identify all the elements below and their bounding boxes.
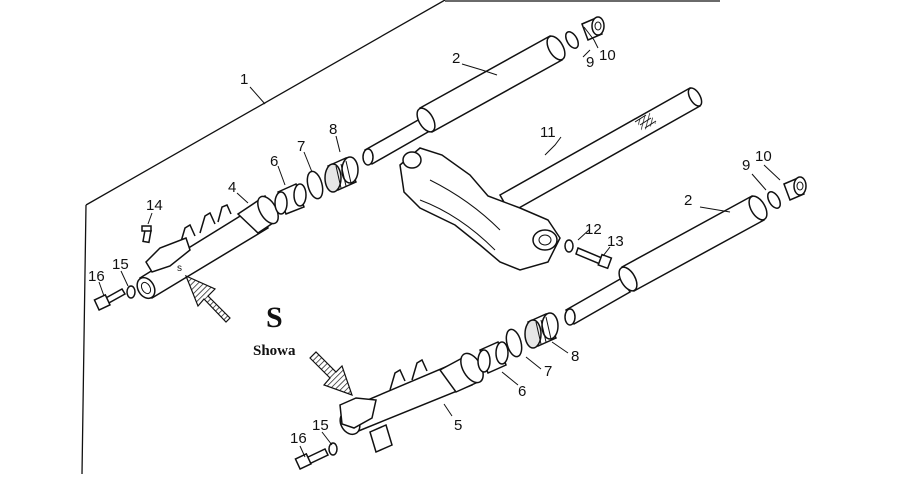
brand-mark: S Showa — [253, 301, 296, 359]
bolt-16-upper — [93, 287, 127, 311]
callout-8: 8 — [329, 121, 337, 138]
callout-6: 6 — [518, 383, 526, 400]
bolt-13 — [575, 246, 613, 270]
seal-8-upper — [324, 156, 359, 193]
bolt-14 — [141, 225, 152, 244]
clip-7-upper — [306, 170, 324, 200]
bolt-16-lower — [294, 448, 330, 470]
callout-13: 13 — [607, 233, 624, 250]
oring-9-lower — [767, 191, 781, 209]
callout-6: 6 — [270, 153, 278, 170]
washer-12 — [564, 239, 574, 253]
oring-9-upper — [565, 31, 579, 49]
callout-7: 7 — [297, 138, 305, 155]
callout-10: 10 — [755, 148, 772, 165]
lower-fork-assembly — [294, 176, 807, 470]
brand-letter: S — [266, 301, 283, 334]
callout-8: 8 — [571, 348, 579, 365]
outer-tube-5 — [339, 352, 484, 454]
inner-tube-2-upper — [362, 34, 566, 166]
callout-11: 11 — [540, 124, 556, 141]
clip-7-lower — [505, 328, 523, 358]
steering-stem-11 — [399, 86, 703, 271]
washer-15-lower — [328, 442, 338, 456]
callout-9: 9 — [742, 157, 750, 174]
callout-2: 2 — [452, 50, 460, 67]
bushing-6-upper — [274, 182, 307, 215]
inner-tube-2-lower — [564, 194, 768, 326]
assembly-boundary — [81, 0, 720, 475]
callout-labels: 1 2 2 4 5 6 6 7 7 8 8 9 9 10 10 11 12 13… — [88, 47, 772, 447]
callout-12: 12 — [585, 221, 602, 238]
outer-tube-4: s — [136, 194, 279, 300]
callout-1: 1 — [240, 71, 248, 88]
callout-16: 16 — [290, 430, 307, 447]
callout-5: 5 — [454, 417, 462, 434]
arrow-to-lower-fork — [309, 351, 353, 396]
callout-15: 15 — [312, 417, 329, 434]
callout-2: 2 — [684, 192, 692, 209]
upper-fork-assembly: s — [93, 16, 605, 311]
seal-8-lower — [524, 312, 559, 349]
cap-10-lower — [783, 176, 807, 201]
bushing-6-lower — [477, 340, 509, 375]
washer-15-upper — [126, 285, 136, 299]
callout-15: 15 — [112, 256, 129, 273]
callout-16: 16 — [88, 268, 105, 285]
brand-name: Showa — [253, 343, 296, 359]
callout-10: 10 — [599, 47, 616, 64]
callout-9: 9 — [586, 54, 594, 71]
leader-lines — [98, 26, 781, 458]
callout-7: 7 — [544, 363, 552, 380]
arrow-to-upper-fork — [184, 274, 231, 323]
callout-4: 4 — [228, 179, 236, 196]
callout-14: 14 — [146, 197, 163, 214]
cap-10-upper — [581, 16, 605, 41]
fork-s-mark: s — [177, 263, 182, 274]
